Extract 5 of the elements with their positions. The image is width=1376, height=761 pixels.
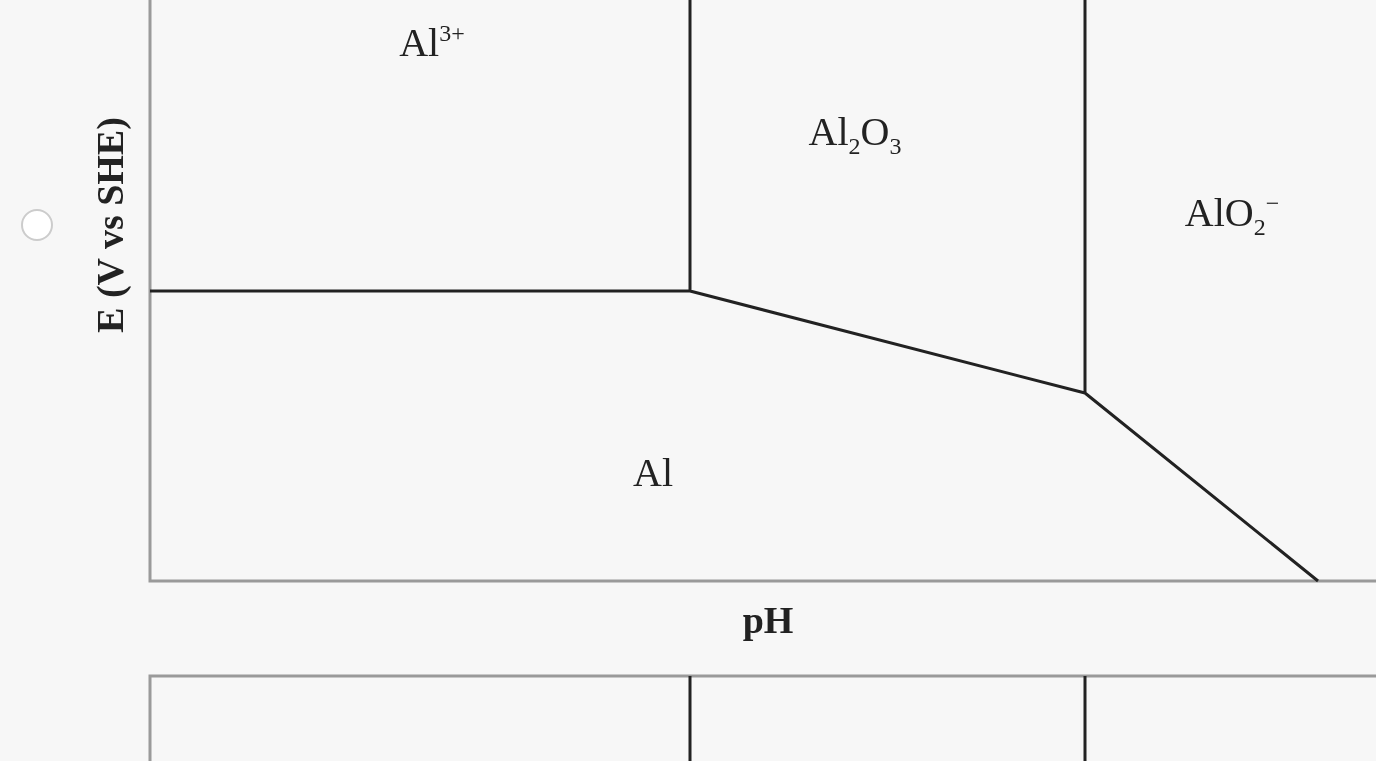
axis-label: pH <box>742 601 794 639</box>
region-label: Al <box>633 453 673 493</box>
axis-label: E (V vs SHE) <box>91 117 129 333</box>
region-label: Al$_{2}$O$_{3}$ <box>808 112 902 158</box>
region-label: Al$^{3+}$ <box>399 21 465 63</box>
